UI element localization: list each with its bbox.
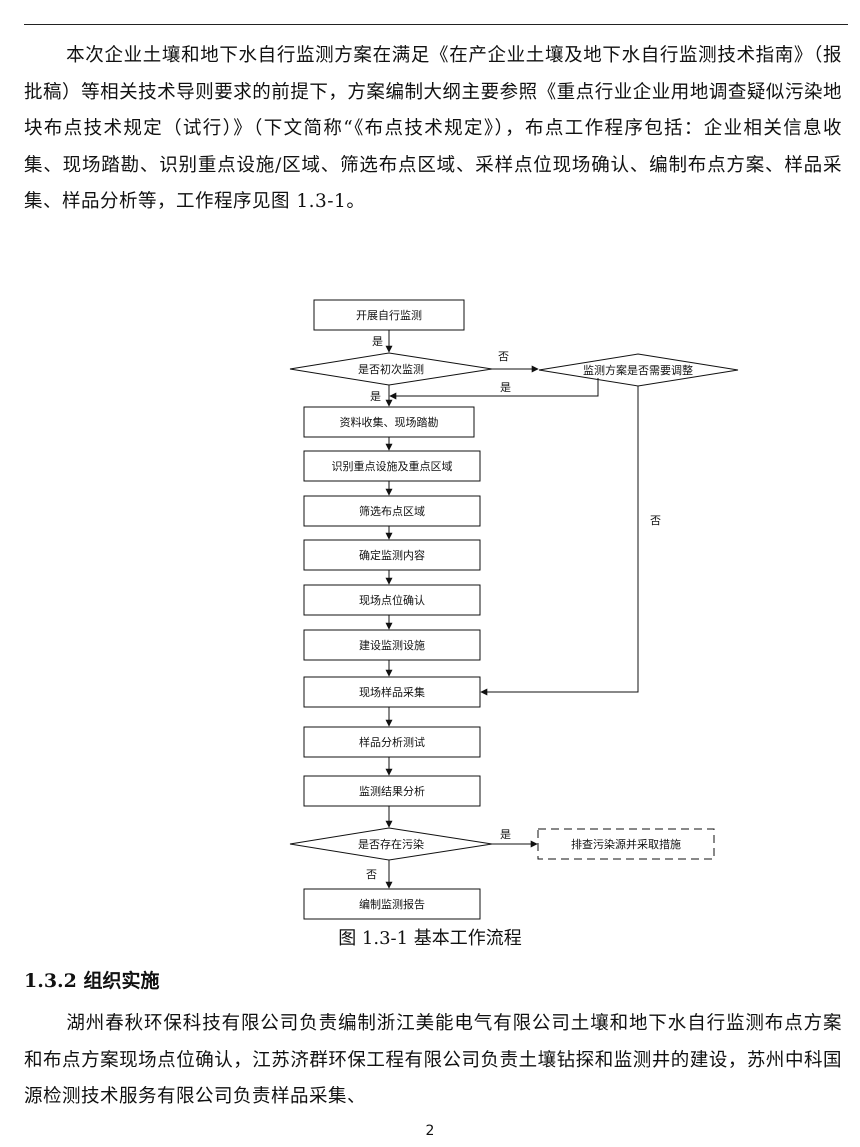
flow-step-box	[303, 495, 481, 527]
flow-yes-label: 是	[370, 390, 381, 403]
flow-yes-label: 是	[372, 335, 383, 348]
flow-decision-first-label: 是否初次监测	[358, 362, 424, 376]
flow-step-label: 现场点位确认	[359, 593, 425, 607]
section-heading: 1.3.2 组织实施	[24, 970, 160, 992]
flow-step-box	[303, 450, 481, 482]
flow-step-box	[303, 539, 481, 571]
flow-step-box	[303, 775, 481, 807]
flow-step-label: 样品分析测试	[359, 735, 425, 749]
flow-yes-label: 是	[500, 828, 511, 841]
flow-end-label: 编制监测报告	[359, 897, 425, 911]
flow-no-label: 否	[366, 868, 377, 881]
flow-yes-label: 是	[500, 381, 511, 394]
page-number: 2	[425, 1123, 435, 1139]
figure-caption: 图 1.3-1 基本工作流程	[338, 928, 522, 949]
body-paragraph: 湖州春秋环保科技有限公司负责编制浙江美能电气有限公司土壤和地下水自行监测布点方案…	[24, 1006, 842, 1116]
flow-decision-pollution-label: 是否存在污染	[358, 837, 424, 851]
flow-action-box	[537, 828, 715, 860]
flow-step-box	[303, 584, 481, 616]
flow-step-label: 监测结果分析	[359, 784, 425, 798]
intro-paragraph: 本次企业土壤和地下水自行监测方案在满足《在产企业土壤及地下水自行监测技术指南》（…	[24, 38, 842, 221]
flow-step-label: 资料收集、现场踏勘	[340, 415, 439, 429]
flow-step-box	[303, 676, 481, 708]
workflow-flowchart: 开展自行监测 是否初次监测 监测方案是否需要调整 资料收集、现场踏勘 识别重点设…	[289, 299, 739, 920]
flow-decision-adjust-label: 监测方案是否需要调整	[583, 363, 693, 377]
flow-arrow	[480, 386, 639, 696]
flow-end-box	[303, 888, 481, 920]
flow-start-label: 开展自行监测	[356, 309, 422, 322]
flow-step-label: 现场样品采集	[359, 685, 425, 699]
flow-no-label: 否	[650, 514, 661, 527]
flow-step-box	[303, 406, 475, 438]
flow-arrow	[389, 378, 599, 400]
flow-step-box	[303, 726, 481, 758]
flow-start-box	[313, 299, 465, 331]
intro-paragraph-text: 本次企业土壤和地下水自行监测方案在满足《在产企业土壤及地下水自行监测技术指南》（…	[24, 45, 842, 212]
flow-no-label: 否	[498, 350, 509, 363]
flow-step-label: 识别重点设施及重点区域	[332, 459, 453, 473]
flow-action-label: 排查污染源并采取措施	[571, 837, 681, 851]
flow-step-label: 确定监测内容	[359, 548, 425, 562]
header-rule	[24, 24, 848, 25]
body-paragraph-text: 湖州春秋环保科技有限公司负责编制浙江美能电气有限公司土壤和地下水自行监测布点方案…	[24, 1013, 842, 1107]
flow-step-label: 筛选布点区域	[359, 504, 425, 518]
flow-step-label: 建设监测设施	[359, 638, 425, 652]
flow-step-box	[303, 629, 481, 661]
